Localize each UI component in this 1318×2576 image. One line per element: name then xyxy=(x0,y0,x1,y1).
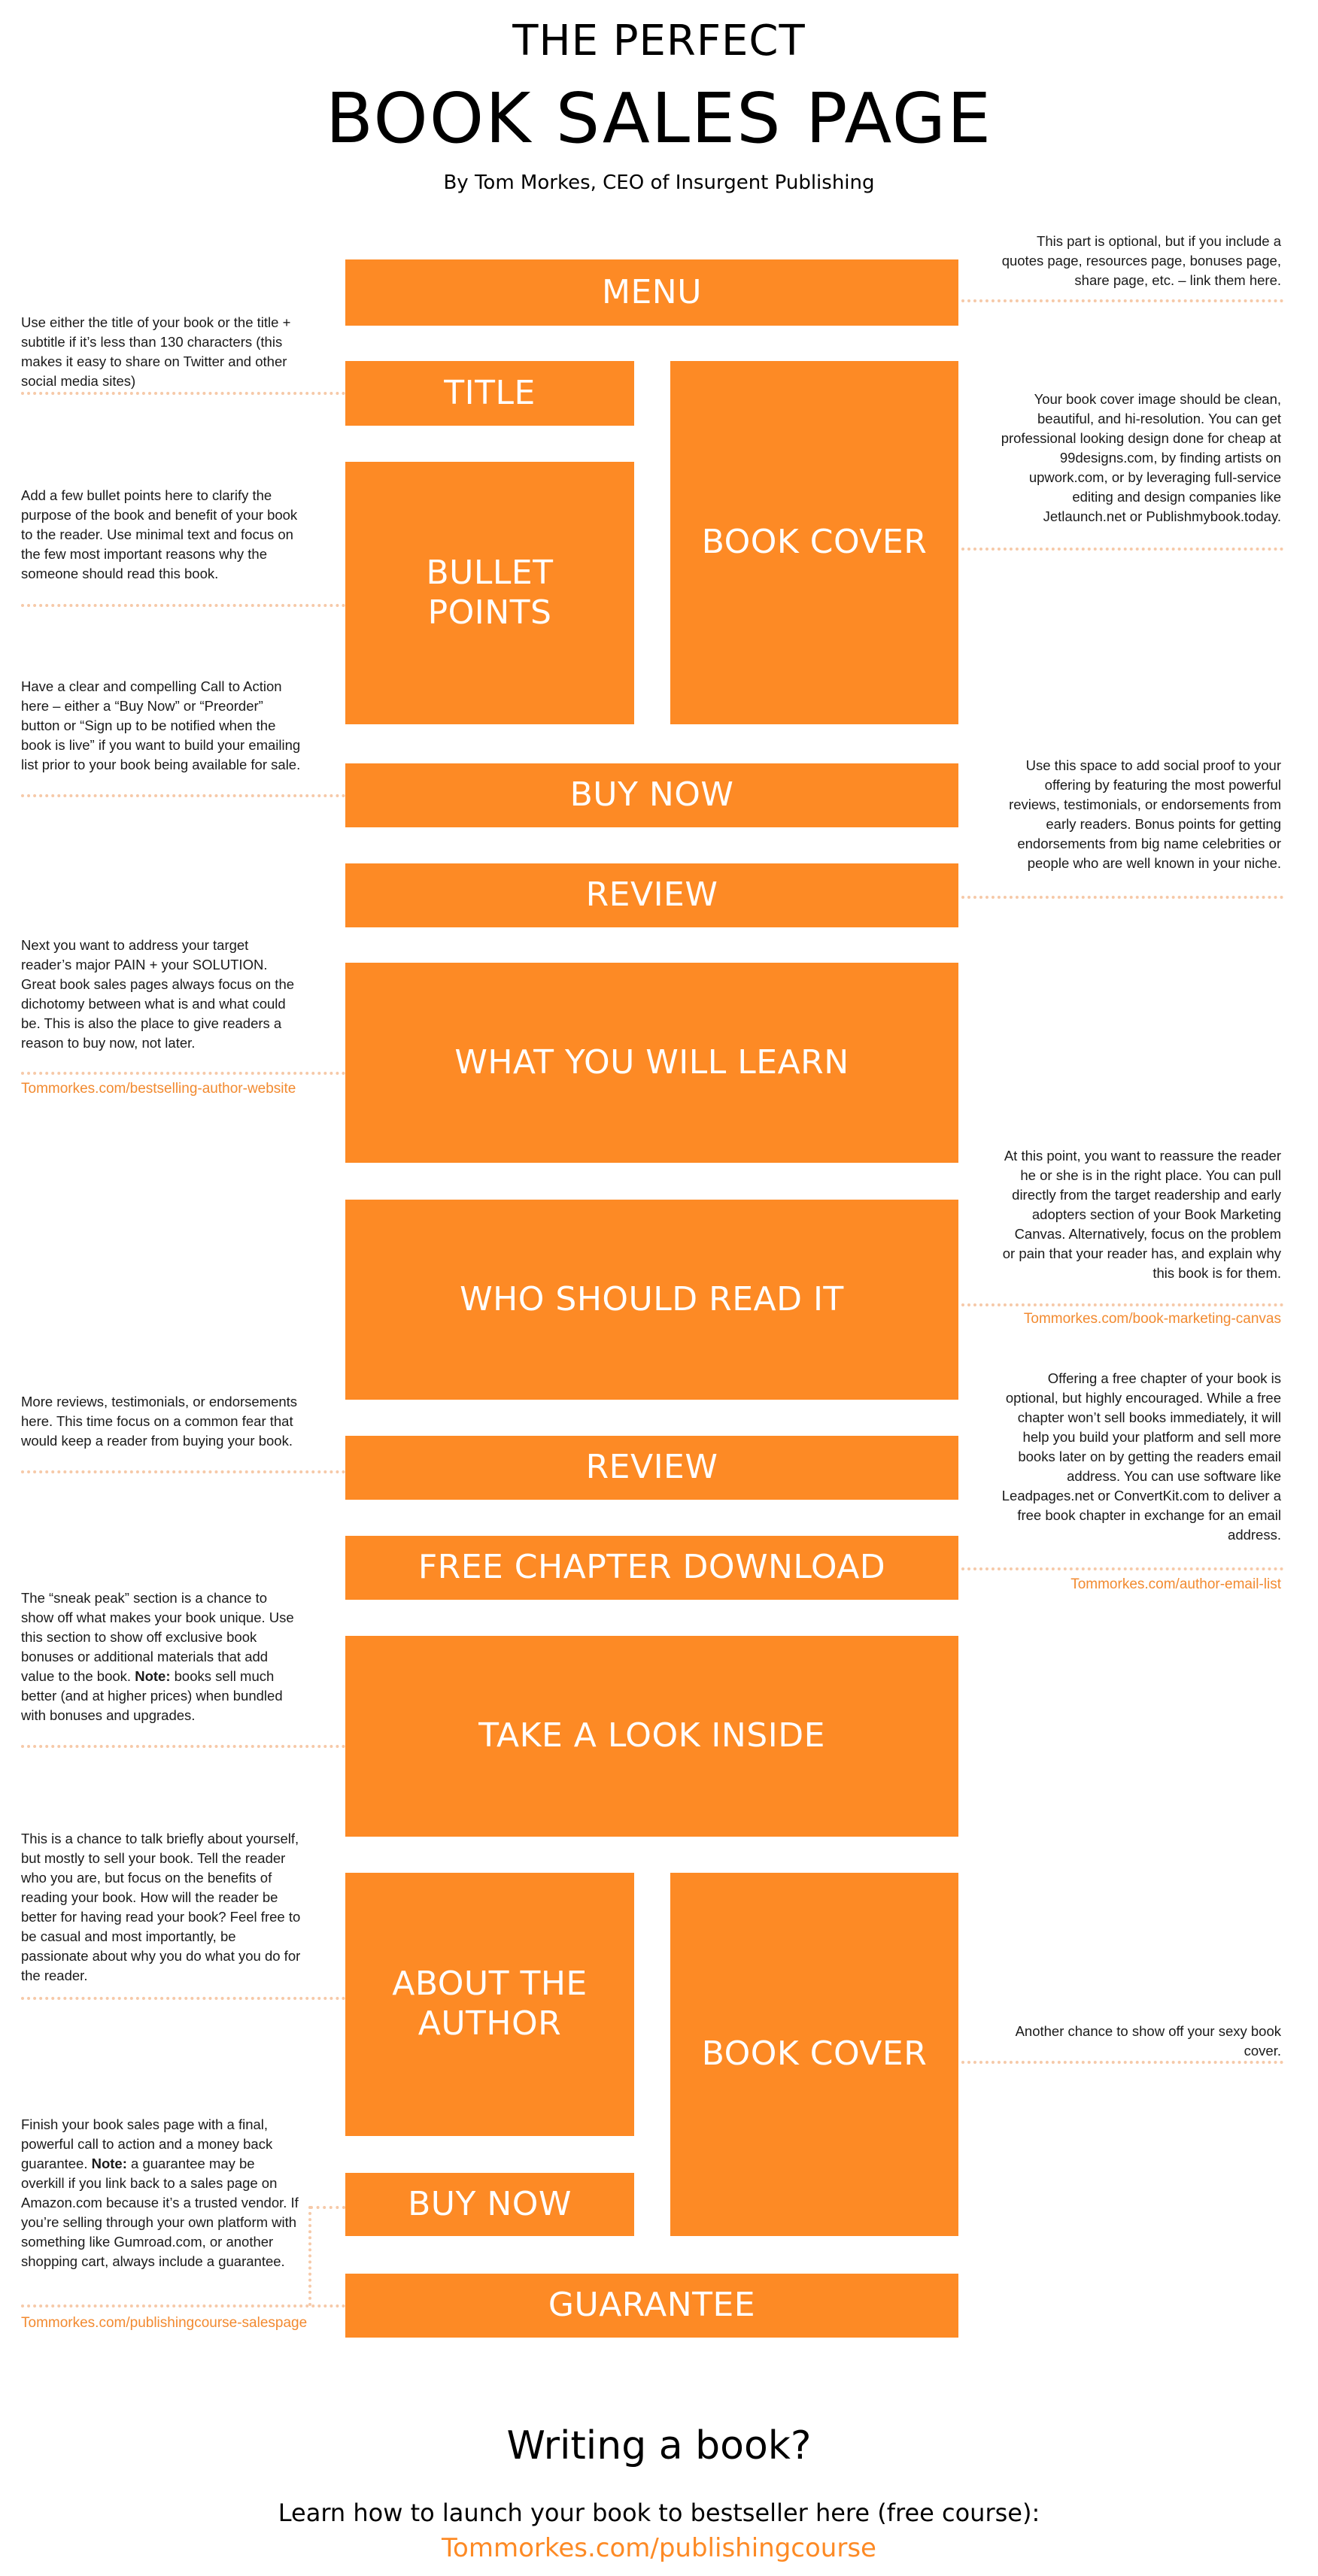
footer-headline: Writing a book? xyxy=(506,2423,812,2468)
block-label: BULLET POINTS xyxy=(426,553,554,632)
block-label: TAKE A LOOK INSIDE xyxy=(478,1716,825,1755)
note-what-you-will-learn: Next you want to address your target rea… xyxy=(21,937,295,1051)
note-bullet-points: Add a few bullet points here to clarify … xyxy=(21,487,298,581)
note-buy-now: Have a clear and compelling Call to Acti… xyxy=(21,678,301,772)
block-guarantee: GUARANTEE xyxy=(345,2274,958,2338)
block-title: TITLE xyxy=(345,361,634,426)
block-who-should-read-it: WHO SHOULD READ IT xyxy=(345,1200,958,1400)
link-bestselling-author-website[interactable]: Tommorkes.com/bestselling-author-website xyxy=(21,1081,296,1097)
note-take-a-look-inside: The “sneak peak” section is a chance to … xyxy=(21,1588,301,1725)
block-label: ABOUT THE AUTHOR xyxy=(392,1965,588,2043)
connector-review-2 xyxy=(21,1470,345,1473)
connector-guarantee xyxy=(21,2304,345,2307)
block-label: BUY NOW xyxy=(408,2184,572,2223)
block-label: GUARANTEE xyxy=(548,2286,756,2325)
footer-course-link[interactable]: Tommorkes.com/publishingcourse xyxy=(442,2533,876,2563)
note-review: Use this space to add social proof to yo… xyxy=(1009,757,1281,871)
byline: By Tom Morkes, CEO of Insurgent Publishi… xyxy=(443,171,875,194)
connector-vertical xyxy=(308,2206,311,2306)
block-label: BUY NOW xyxy=(569,775,734,815)
connector-book-cover-2 xyxy=(961,2061,1283,2064)
block-free-chapter-download: FREE CHAPTER DOWNLOAD xyxy=(345,1536,958,1600)
connector-title xyxy=(21,392,345,395)
block-label: FREE CHAPTER DOWNLOAD xyxy=(418,1548,886,1587)
connector-review xyxy=(961,896,1283,899)
note-text: The “sneak peak” section is a chance to … xyxy=(21,1590,294,1684)
block-about-the-author: ABOUT THE AUTHOR xyxy=(345,1873,634,2136)
block-label: WHAT YOU WILL LEARN xyxy=(454,1042,849,1082)
title-line-1: THE PERFECT xyxy=(512,17,806,65)
connector-book-cover xyxy=(961,548,1283,551)
note-emphasis: Note: xyxy=(135,1668,171,1684)
block-label: TITLE xyxy=(444,373,536,412)
note-text: books sell much better (and at higher pr… xyxy=(21,1668,283,1723)
note-emphasis: Note: xyxy=(91,2156,127,2171)
block-label: MENU xyxy=(602,272,702,311)
block-review: REVIEW xyxy=(345,863,958,927)
note-book-cover-2: Another chance to show off your sexy boo… xyxy=(1015,2023,1281,2059)
block-label: WHO SHOULD READ IT xyxy=(460,1279,844,1318)
note-free-chapter: Offering a free chapter of your book is … xyxy=(1001,1370,1281,1543)
block-what-you-will-learn: WHAT YOU WILL LEARN xyxy=(345,963,958,1163)
block-menu: MENU xyxy=(345,259,958,326)
note-who-should-read-it: At this point, you want to reassure the … xyxy=(1002,1148,1281,1281)
note-about-the-author: This is a chance to talk briefly about y… xyxy=(21,1831,301,1983)
connector-about-the-author xyxy=(21,1997,345,2000)
connector-buy-now xyxy=(21,794,345,797)
block-buy-now-2: BUY NOW xyxy=(345,2173,634,2236)
note-guarantee: Finish your book sales page with a final… xyxy=(21,2115,301,2271)
connector-take-a-look-inside xyxy=(21,1745,345,1748)
block-label: BOOK COVER xyxy=(701,523,928,562)
connector-who-should-read-it xyxy=(961,1303,1283,1306)
link-publishingcourse-salespage[interactable]: Tommorkes.com/publishingcourse-salespage xyxy=(21,2315,308,2331)
block-bullet-points: BULLET POINTS xyxy=(345,462,634,724)
block-label: REVIEW xyxy=(585,1448,718,1487)
note-book-cover: Your book cover image should be clean, b… xyxy=(1001,391,1281,524)
connector-free-chapter xyxy=(961,1567,1283,1570)
note-text: a guarantee may be overkill if you link … xyxy=(21,2156,299,2269)
note-text: Finish your book sales page with a final… xyxy=(21,2116,273,2171)
connector-what-you-will-learn xyxy=(21,1072,345,1075)
block-book-cover: BOOK COVER xyxy=(670,361,958,724)
block-take-a-look-inside: TAKE A LOOK INSIDE xyxy=(345,1636,958,1837)
block-buy-now: BUY NOW xyxy=(345,763,958,827)
block-book-cover-2: BOOK COVER xyxy=(670,1873,958,2236)
note-review-2: More reviews, testimonials, or endorseme… xyxy=(21,1394,298,1449)
page-title: BOOK SALES PAGE xyxy=(325,78,993,159)
note-menu: This part is optional, but if you includ… xyxy=(1001,233,1281,288)
connector-bullet-points xyxy=(21,604,345,607)
note-title: Use either the title of your book or the… xyxy=(21,314,291,389)
block-label: REVIEW xyxy=(585,875,718,915)
connector-menu xyxy=(961,299,1283,302)
block-review-2: REVIEW xyxy=(345,1436,958,1500)
link-author-email-list[interactable]: Tommorkes.com/author-email-list xyxy=(1070,1576,1281,1592)
footer-subline: Learn how to launch your book to bestsel… xyxy=(278,2499,1040,2527)
block-label: BOOK COVER xyxy=(701,2034,928,2074)
link-book-marketing-canvas[interactable]: Tommorkes.com/book-marketing-canvas xyxy=(1023,1311,1281,1327)
connector-buy-now-2 xyxy=(310,2206,345,2209)
